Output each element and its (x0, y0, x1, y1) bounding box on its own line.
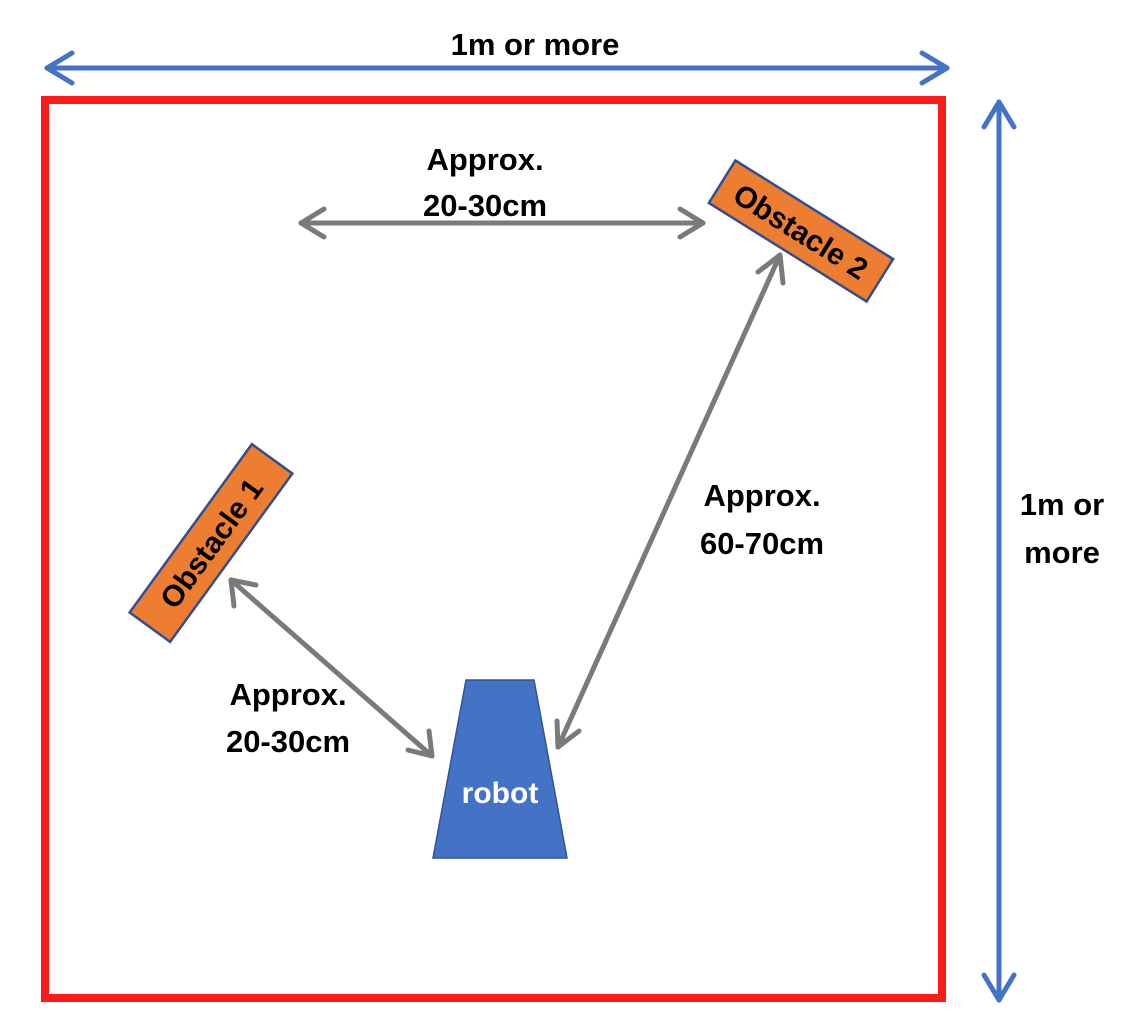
distance-arrow-robot-to-obstacle-1 (228, 577, 435, 759)
obstacle-2: Obstacle 2 (707, 158, 895, 304)
distance-label-between-obstacles-line2: 20-30cm (423, 188, 547, 223)
height-dimension-label-line2: more (1024, 535, 1100, 570)
width-dimension-label: 1m or more (451, 27, 620, 62)
robot: robot (432, 679, 568, 859)
distance-arrow-between-obstacles (298, 206, 706, 240)
height-dimension-label-line1: 1m or (1020, 487, 1104, 522)
height-dimension-arrow (981, 99, 1017, 1003)
width-dimension-arrow (44, 50, 950, 86)
distance-label-robot-to-obstacle-1-line2: 20-30cm (226, 724, 350, 759)
obstacle-1-label: Obstacle 1 (154, 473, 270, 615)
distance-label-robot-to-obstacle-2-line2: 60-70cm (700, 526, 824, 561)
distance-arrow-robot-to-obstacle-2 (554, 252, 786, 750)
distance-label-between-obstacles-line1: Approx. (426, 142, 543, 177)
distance-label-robot-to-obstacle-1-line1: Approx. (229, 677, 346, 712)
arena-border (41, 96, 946, 1002)
robot-label: robot (462, 777, 539, 810)
distance-label-robot-to-obstacle-2-line1: Approx. (703, 478, 820, 513)
